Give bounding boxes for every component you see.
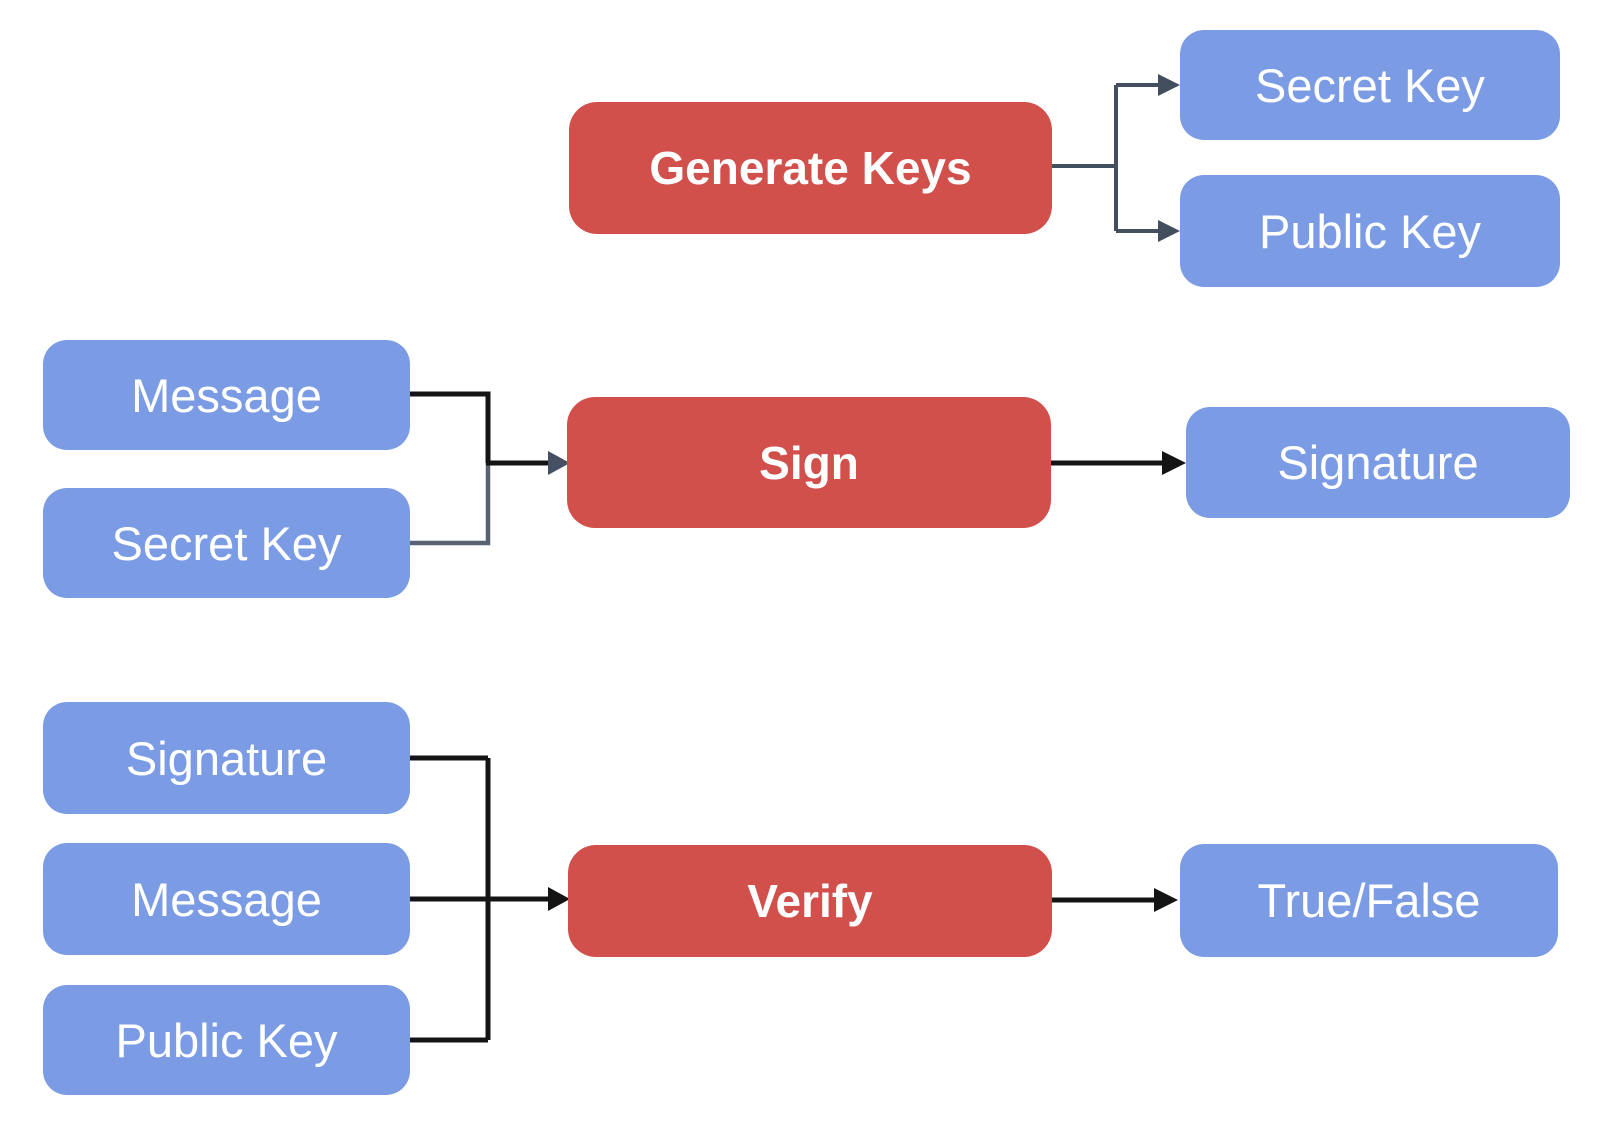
node-verify: Verify — [568, 845, 1052, 957]
node-secret-key-output: Secret Key — [1180, 30, 1560, 140]
node-sign: Sign — [567, 397, 1051, 528]
arrowhead-to-public-key — [1158, 220, 1180, 242]
node-generate-keys: Generate Keys — [569, 102, 1052, 234]
arrowhead-to-verify — [548, 887, 570, 911]
connector-message-to-sign — [410, 391, 550, 466]
connector-generate-keys-split — [1052, 83, 1160, 233]
node-message-input-sign: Message — [43, 340, 410, 450]
arrowhead-to-secret-key — [1158, 74, 1180, 96]
node-public-key-input-verify: Public Key — [43, 985, 410, 1095]
connector-inputs-to-verify — [410, 755, 550, 1043]
node-public-key-output: Public Key — [1180, 175, 1560, 287]
node-signature-input-verify: Signature — [43, 702, 410, 814]
arrowhead-to-true-false — [1154, 888, 1178, 912]
connector-secret-key-to-sign — [410, 463, 491, 546]
node-secret-key-input-sign: Secret Key — [43, 488, 410, 598]
node-message-input-verify: Message — [43, 843, 410, 955]
arrowhead-to-signature — [1162, 451, 1186, 475]
node-true-false-output: True/False — [1180, 844, 1558, 957]
arrowhead-to-sign — [548, 451, 570, 475]
node-signature-output: Signature — [1186, 407, 1570, 518]
